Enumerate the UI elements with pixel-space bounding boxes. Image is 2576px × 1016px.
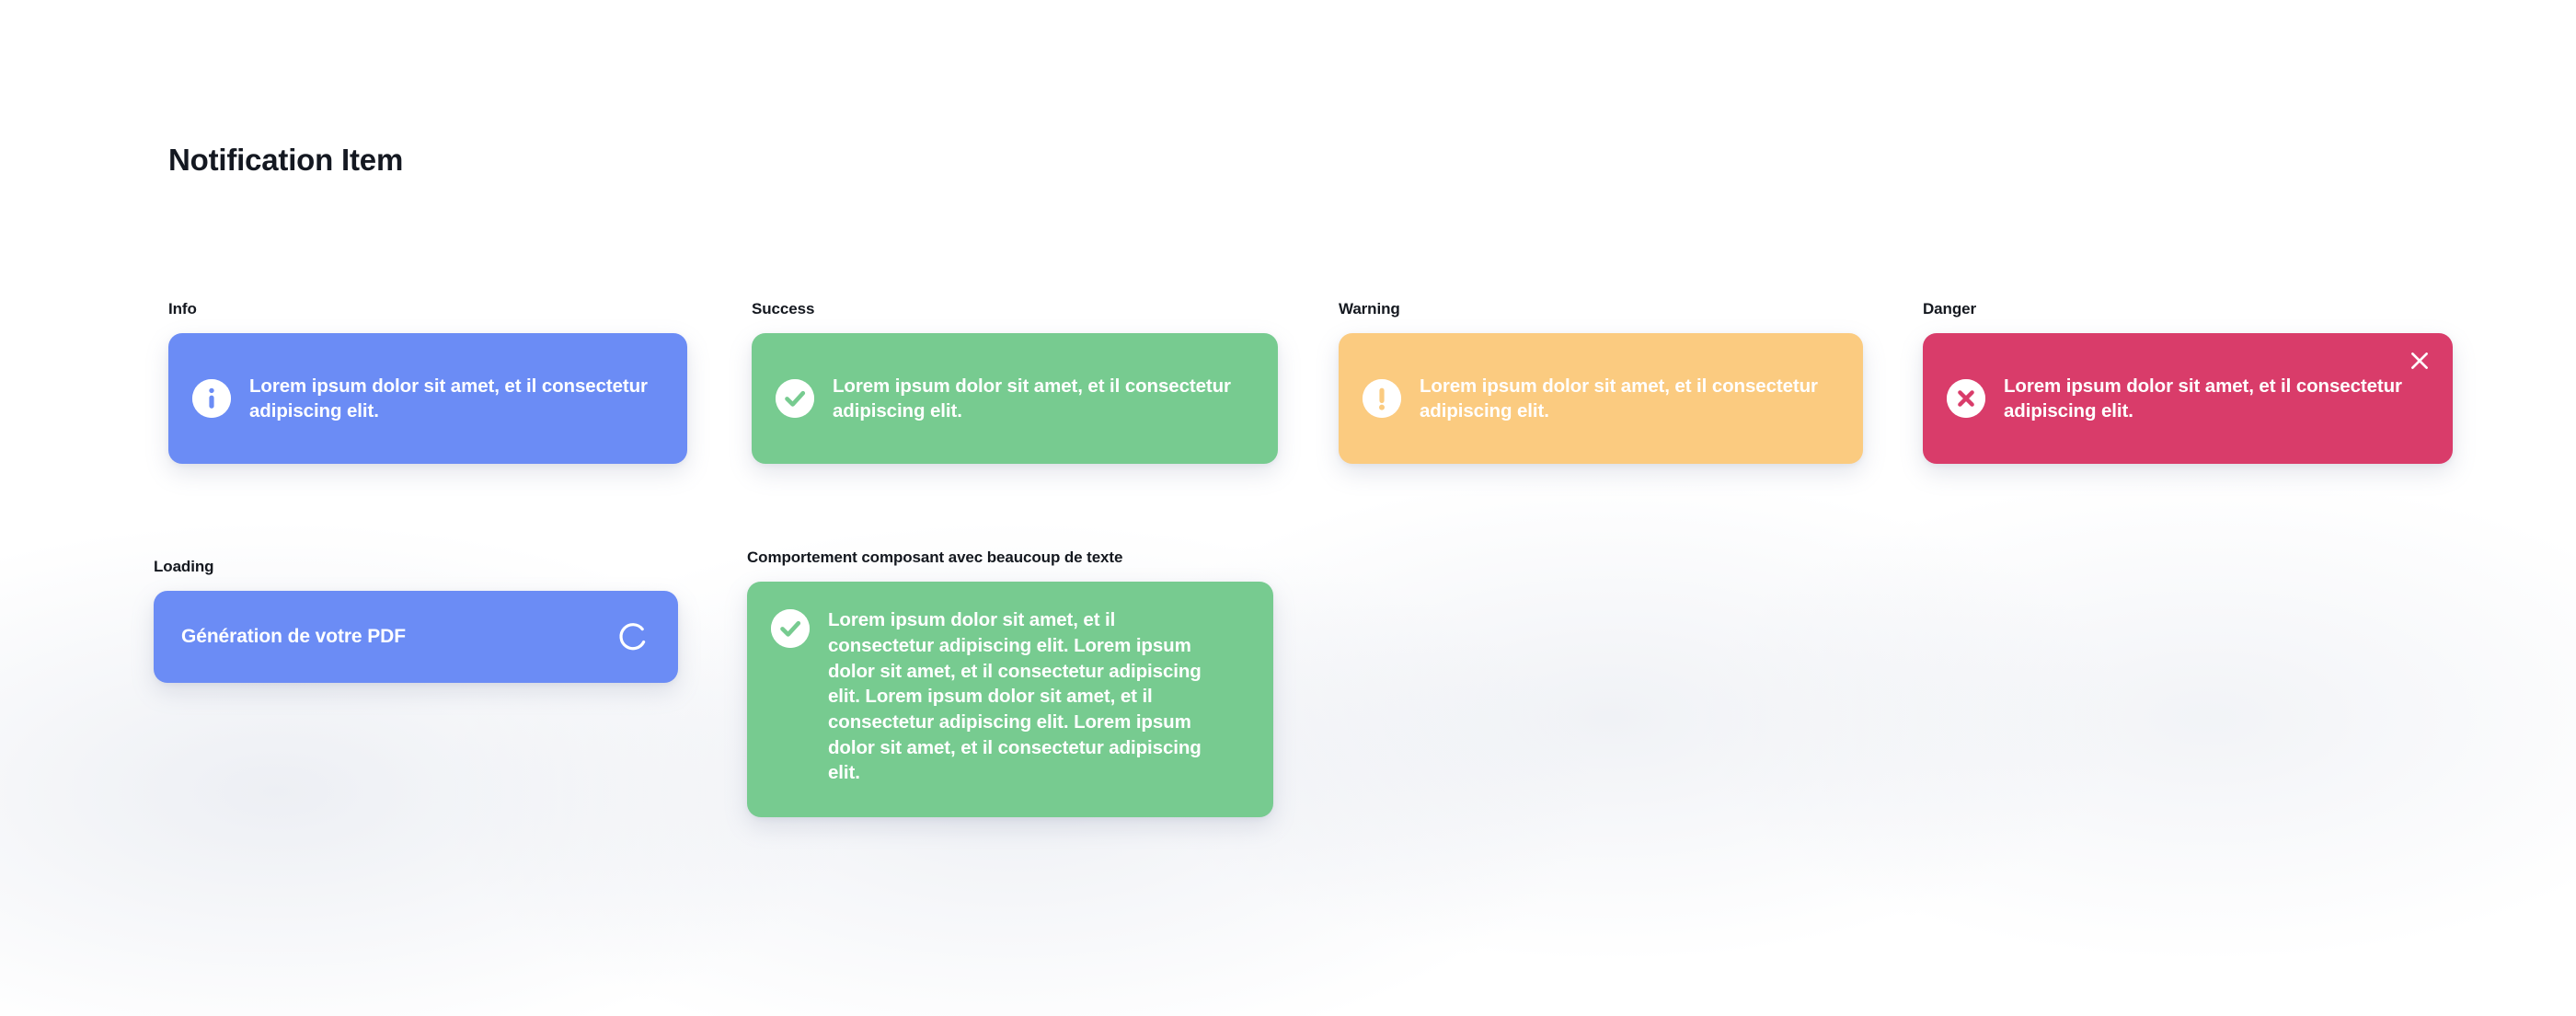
notification-info[interactable]: Lorem ipsum dolor sit amet, et il consec…	[168, 333, 687, 465]
section-danger: Danger Lorem ipsum dolor sit amet, et il…	[1923, 299, 2453, 465]
section-label-loading: Loading	[154, 558, 214, 575]
section-label-info: Info	[168, 300, 197, 318]
notification-longtext-text: Lorem ipsum dolor sit amet, et il consec…	[828, 609, 1202, 784]
close-icon[interactable]	[2407, 348, 2432, 374]
check-circle-icon	[776, 379, 814, 419]
x-circle-icon	[1947, 379, 1985, 419]
section-info: Info Lorem ipsum dolor sit amet, et il c…	[168, 299, 687, 465]
section-label-success: Success	[752, 300, 815, 318]
check-circle-icon	[771, 609, 810, 649]
notification-danger[interactable]: Lorem ipsum dolor sit amet, et il consec…	[1923, 333, 2453, 465]
section-label-danger: Danger	[1923, 300, 1976, 318]
section-longtext: Comportement composant avec beaucoup de …	[747, 548, 1273, 817]
section-label-longtext: Comportement composant avec beaucoup de …	[747, 548, 1123, 566]
section-success: Success Lorem ipsum dolor sit amet, et i…	[752, 299, 1278, 465]
notification-info-text: Lorem ipsum dolor sit amet, et il consec…	[249, 375, 648, 422]
notification-success-text: Lorem ipsum dolor sit amet, et il consec…	[833, 375, 1231, 422]
notification-loading-text: Génération de votre PDF	[181, 626, 406, 648]
section-label-warning: Warning	[1339, 300, 1400, 318]
notification-warning-text: Lorem ipsum dolor sit amet, et il consec…	[1420, 375, 1818, 422]
notification-longtext[interactable]: Lorem ipsum dolor sit amet, et il consec…	[747, 582, 1273, 817]
info-circle-icon	[192, 379, 231, 419]
notification-loading[interactable]: Génération de votre PDF	[154, 591, 678, 684]
page-title: Notification Item	[168, 143, 404, 177]
notification-danger-text: Lorem ipsum dolor sit amet, et il consec…	[2004, 375, 2402, 422]
notification-warning[interactable]: Lorem ipsum dolor sit amet, et il consec…	[1339, 333, 1863, 465]
section-warning: Warning Lorem ipsum dolor sit amet, et i…	[1339, 299, 1863, 465]
spinner-icon	[615, 619, 650, 654]
notification-success[interactable]: Lorem ipsum dolor sit amet, et il consec…	[752, 333, 1278, 465]
section-loading: Loading Génération de votre PDF	[154, 557, 678, 684]
exclamation-circle-icon	[1363, 379, 1401, 419]
